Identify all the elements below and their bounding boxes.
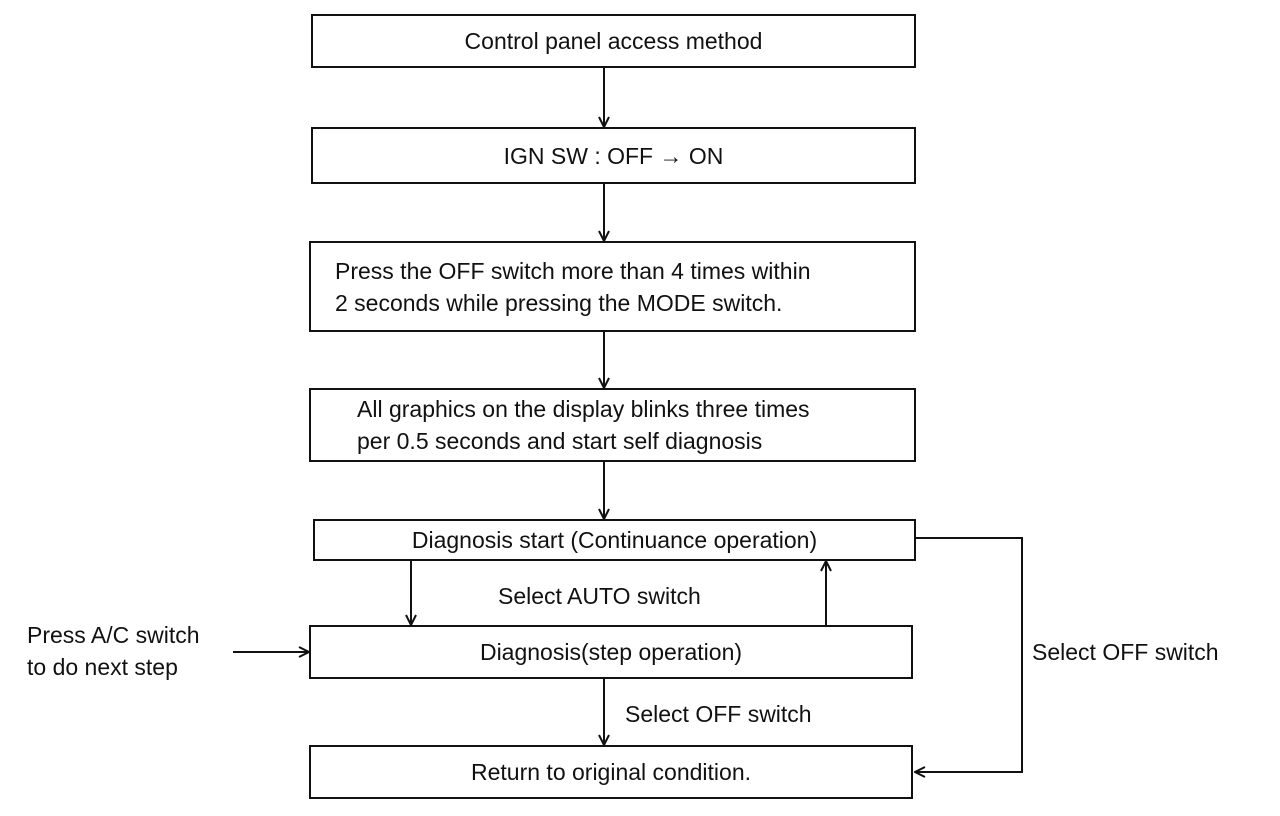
label-select-off-bottom: Select OFF switch bbox=[625, 701, 812, 727]
box-return-original: Return to original condition. bbox=[309, 745, 913, 799]
box-press-off-switch: Press the OFF switch more than 4 times w… bbox=[309, 241, 916, 332]
box-return-original-text: Return to original condition. bbox=[471, 759, 751, 785]
box-graphics-blink-line1: All graphics on the display blinks three… bbox=[357, 396, 810, 422]
label-select-off-right: Select OFF switch bbox=[1032, 639, 1219, 665]
box-diagnosis-start: Diagnosis start (Continuance operation) bbox=[313, 519, 916, 561]
box-ign-switch: IGN SW : OFF → ON bbox=[311, 127, 916, 184]
box-access-method: Control panel access method bbox=[311, 14, 916, 68]
box-press-off-line2: 2 seconds while pressing the MODE switch… bbox=[335, 289, 783, 316]
box-graphics-blink-line2: per 0.5 seconds and start self diagnosis bbox=[357, 428, 763, 454]
label-press-ac-line1: Press A/C switch bbox=[27, 622, 200, 648]
box-press-off-line1: Press the OFF switch more than 4 times w… bbox=[335, 257, 811, 284]
box-graphics-blink: All graphics on the display blinks three… bbox=[309, 388, 916, 462]
box-diagnosis-step-text: Diagnosis(step operation) bbox=[479, 639, 743, 665]
label-select-auto: Select AUTO switch bbox=[498, 583, 701, 609]
box-diagnosis-start-text: Diagnosis start (Continuance operation) bbox=[411, 527, 818, 553]
box-access-method-text: Control panel access method bbox=[464, 28, 763, 54]
box-ign-switch-text: IGN SW : OFF → ON bbox=[503, 142, 724, 169]
box-diagnosis-step: Diagnosis(step operation) bbox=[309, 625, 913, 679]
label-press-ac-line2: to do next step bbox=[27, 654, 178, 680]
arrow-diag-start-to-return bbox=[915, 537, 1023, 772]
label-press-ac-switch: Press A/C switch to do next step bbox=[27, 619, 200, 683]
